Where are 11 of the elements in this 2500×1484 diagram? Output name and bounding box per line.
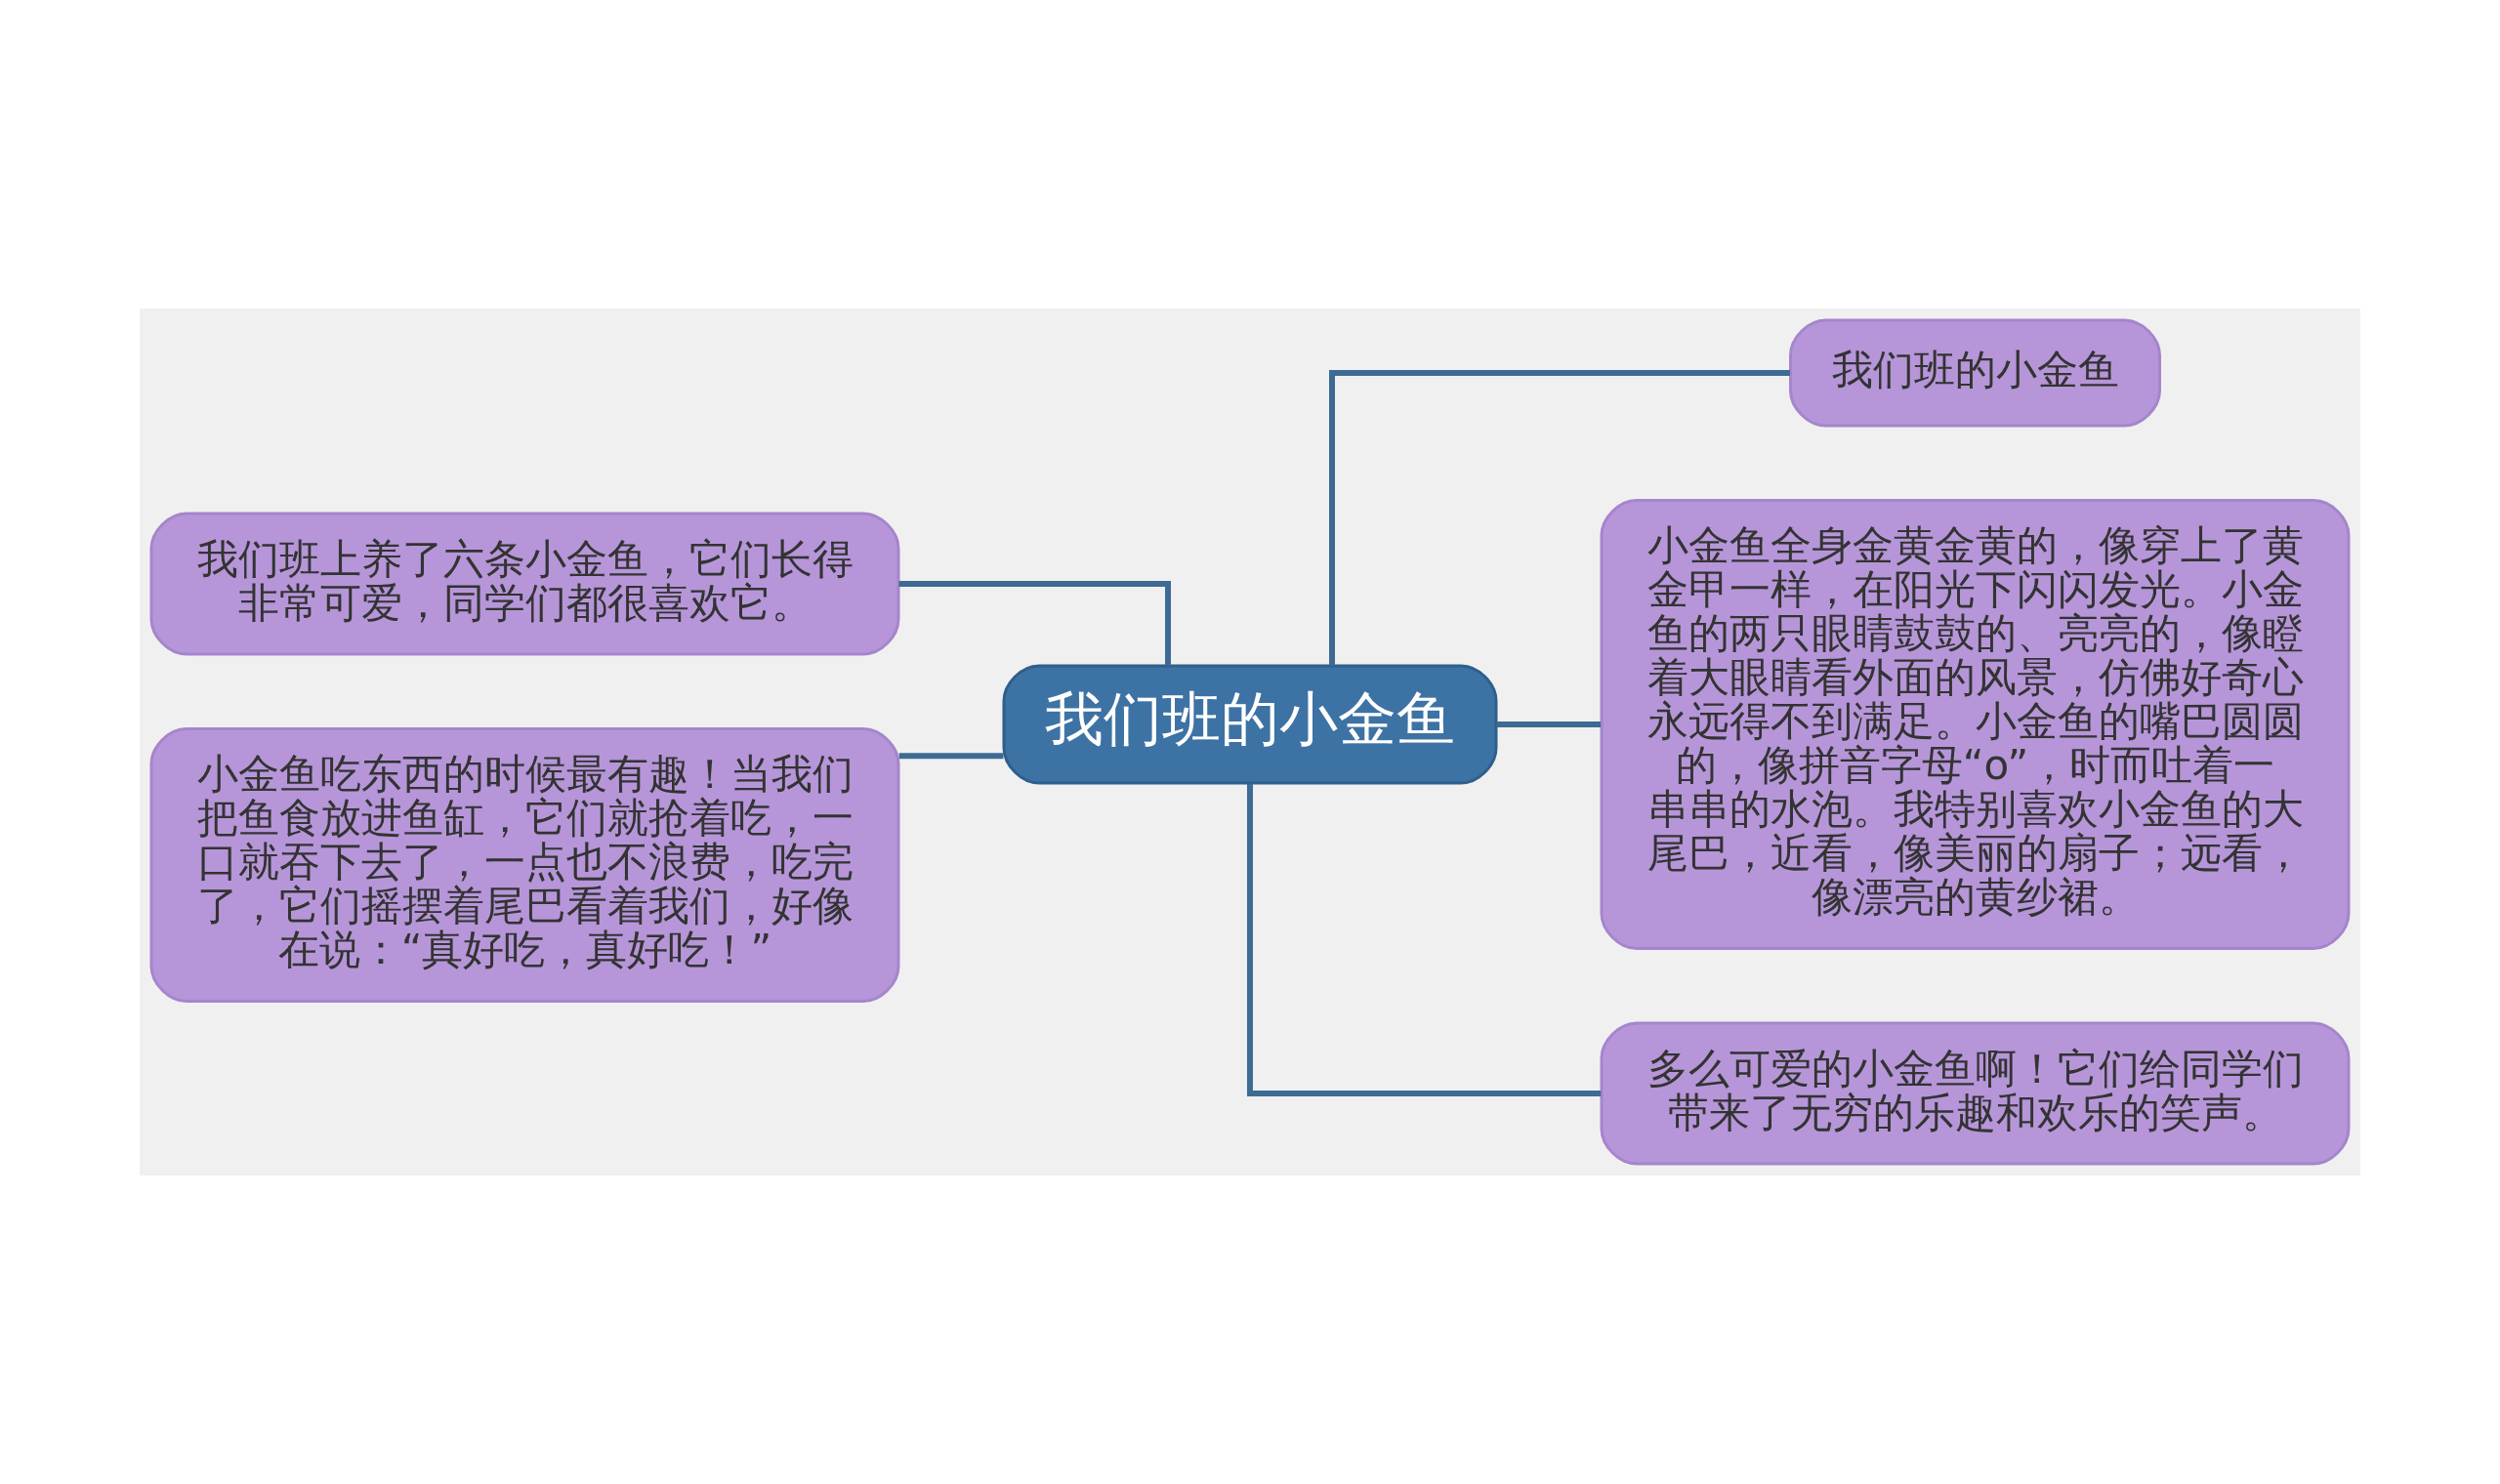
connector bbox=[898, 581, 1171, 666]
node-box: 我们班的小金鱼 bbox=[1789, 318, 2161, 428]
connector bbox=[898, 753, 1004, 760]
node-box: 多么可爱的小金鱼啊！它们给同学们带来了无穷的乐趣和欢乐的笑声。 bbox=[1600, 1021, 2351, 1166]
node-box: 我们班上养了六条小金鱼，它们长得非常可爱，同学们都很喜欢它。 bbox=[149, 512, 900, 656]
connector bbox=[1247, 783, 1602, 1096]
node-box: 我们班的小金鱼 bbox=[1002, 664, 1498, 785]
node-box: 小金鱼全身金黄金黄的，像穿上了黄金甲一样，在阳光下闪闪发光。小金鱼的两只眼睛鼓鼓的、亮亮的，像瞪着大眼睛看外面的风景，仿佛好奇心永远得不到满足。小金鱼的嘴巴圆圆的，像拼音字母“o”，时而吐着一串串的水泡。我特别喜欢小金鱼的大尾巴，近看，像美丽的扇子；远看，像漂亮的黄纱裙。 bbox=[1600, 499, 2351, 950]
connector bbox=[1329, 370, 1790, 666]
node-box: 小金鱼吃东西的时候最有趣！当我们把鱼食放进鱼缸，它们就抢着吃，一口就吞下去了，一点也不浪费，吃完了，它们摇摆着尾巴看着我们，好像在说：“真好吃，真好吃！” bbox=[149, 727, 900, 1003]
connector bbox=[1496, 721, 1602, 727]
